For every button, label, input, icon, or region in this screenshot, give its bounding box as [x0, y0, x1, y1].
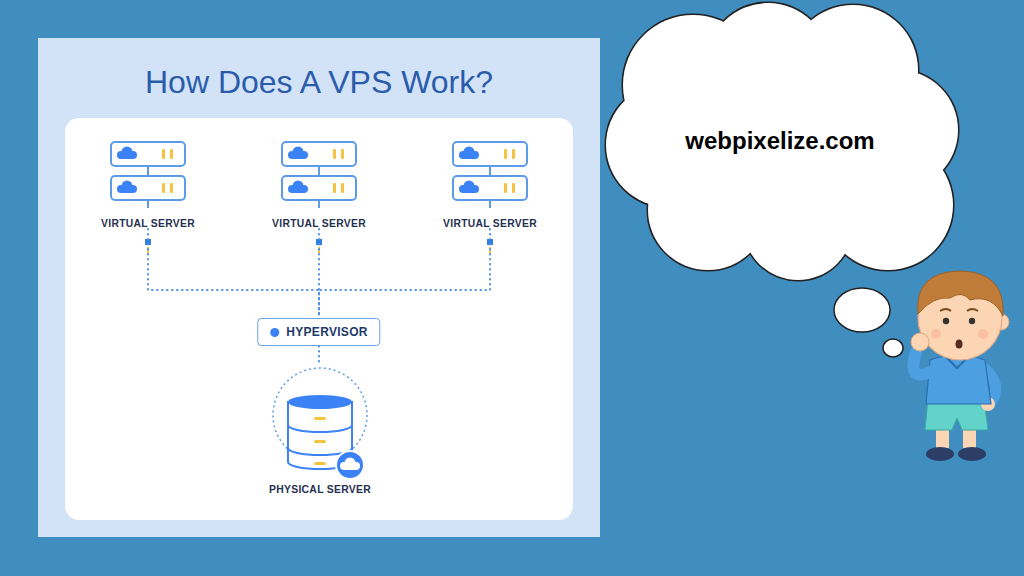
thinking-boy	[958, 447, 986, 461]
server-icon	[254, 140, 384, 218]
server-icon	[318, 166, 320, 176]
server-unit	[121, 189, 133, 193]
diagram-panel	[38, 38, 600, 537]
thinking-boy	[911, 271, 1009, 461]
node-label: PHYSICAL SERVER	[250, 484, 390, 495]
node-label: VIRTUAL SERVER	[425, 218, 555, 229]
server-icon	[83, 140, 213, 218]
cloud-badge	[340, 458, 360, 471]
thinking-boy	[967, 309, 978, 311]
diagram-title: How Does A VPS Work?	[145, 64, 493, 100]
dotted-connector	[318, 346, 320, 362]
database-icon	[314, 417, 326, 420]
thought-bubbles	[834, 288, 903, 357]
title-area: How Does A VPS Work?	[38, 64, 600, 101]
server-unit	[121, 155, 133, 159]
thinking-boy	[931, 329, 941, 339]
server-icon	[425, 140, 555, 218]
database-icon	[288, 395, 352, 409]
server-unit	[162, 183, 165, 193]
server-unit	[453, 142, 527, 166]
server-unit	[341, 183, 344, 193]
server-icon	[489, 166, 491, 176]
server-unit	[292, 155, 304, 159]
server-unit	[453, 142, 527, 166]
server-unit	[282, 142, 356, 166]
cloud-badge	[344, 466, 356, 470]
thought-bubbles	[883, 339, 903, 357]
node-label: VIRTUAL SERVER	[83, 218, 213, 229]
server-unit	[111, 142, 185, 166]
virtual-server: VIRTUAL SERVER	[254, 140, 384, 229]
database-icon	[288, 425, 352, 432]
server-icon	[147, 166, 149, 176]
site-name: webpixelize.com	[685, 127, 874, 155]
database-icon	[336, 451, 364, 479]
server-unit	[282, 176, 356, 200]
thinking-boy	[911, 333, 929, 351]
thinking-boy	[940, 309, 951, 311]
server-unit	[453, 176, 527, 200]
status-dot	[270, 328, 279, 337]
server-unit	[162, 149, 165, 159]
dotted-connector	[148, 229, 319, 318]
virtual-server: VIRTUAL SERVER	[425, 140, 555, 229]
server-unit	[453, 176, 527, 200]
server-unit	[512, 149, 515, 159]
server-icon	[489, 200, 491, 208]
server-unit	[111, 176, 185, 200]
dotted-connector	[319, 229, 490, 318]
thinking-boy	[969, 318, 975, 324]
virtual-server: VIRTUAL SERVER	[83, 140, 213, 229]
thinking-boy	[926, 447, 954, 461]
inner-card	[65, 118, 573, 520]
server-unit	[463, 155, 475, 159]
server-unit	[111, 176, 185, 200]
server-unit	[292, 189, 304, 193]
server-unit	[341, 149, 344, 159]
node-label: HYPERVISOR	[286, 325, 367, 339]
server-unit	[170, 183, 173, 193]
database-icon	[314, 440, 326, 443]
database-icon	[314, 462, 326, 465]
thinking-boy	[926, 355, 991, 404]
thinking-boy	[943, 318, 949, 324]
server-unit	[333, 149, 336, 159]
server-unit	[170, 149, 173, 159]
server-unit	[504, 149, 507, 159]
database-icon	[250, 362, 390, 484]
physical-server: PHYSICAL SERVER	[250, 362, 390, 495]
thinking-boy	[956, 340, 963, 349]
hypervisor-box: HYPERVISOR	[257, 318, 380, 346]
server-icon	[147, 200, 149, 208]
line-terminals	[145, 239, 493, 253]
thinking-boy	[913, 352, 934, 375]
server-unit	[504, 183, 507, 193]
thought-bubbles	[834, 288, 890, 332]
thinking-boy	[918, 271, 1004, 316]
server-unit	[282, 142, 356, 166]
node-label: VIRTUAL SERVER	[254, 218, 384, 229]
server-unit	[333, 183, 336, 193]
dotted-connector	[318, 229, 320, 318]
server-unit	[512, 183, 515, 193]
server-unit	[463, 189, 475, 193]
server-icon	[318, 200, 320, 208]
server-unit	[111, 142, 185, 166]
thought-cloud: webpixelize.com	[598, 0, 962, 282]
thinking-boy	[978, 329, 988, 339]
server-unit	[282, 176, 356, 200]
